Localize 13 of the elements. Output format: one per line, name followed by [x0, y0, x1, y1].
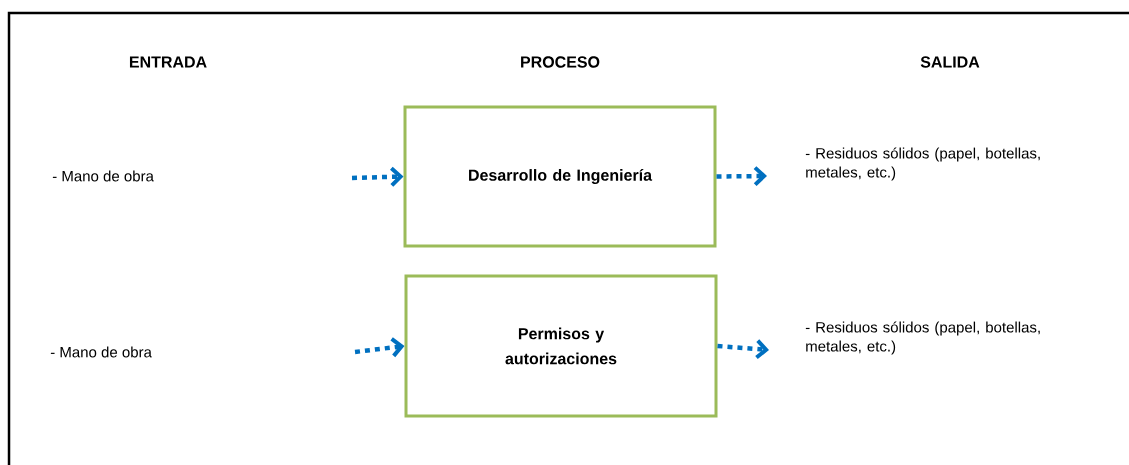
process-box: Desarrollo de Ingeniería [403, 105, 717, 248]
column-heading: ENTRADA [129, 56, 207, 68]
column-heading: PROCESO [521, 56, 600, 68]
list-item: - Mano de obra [50, 346, 152, 358]
arrow [716, 166, 767, 187]
list-item: - Residuos sólidos (papel, botellas, metales, etc.) [805, 321, 1040, 355]
list-item: - Mano de obra [52, 170, 154, 182]
arrow [351, 166, 404, 187]
arrow [354, 337, 405, 358]
process-box: Permisos y autorizaciones [404, 274, 718, 418]
arrow [717, 339, 769, 360]
list-item: - Residuos sólidos (papel, botellas, metales, etc.) [805, 147, 1040, 181]
column-heading: SALIDA [920, 56, 980, 68]
